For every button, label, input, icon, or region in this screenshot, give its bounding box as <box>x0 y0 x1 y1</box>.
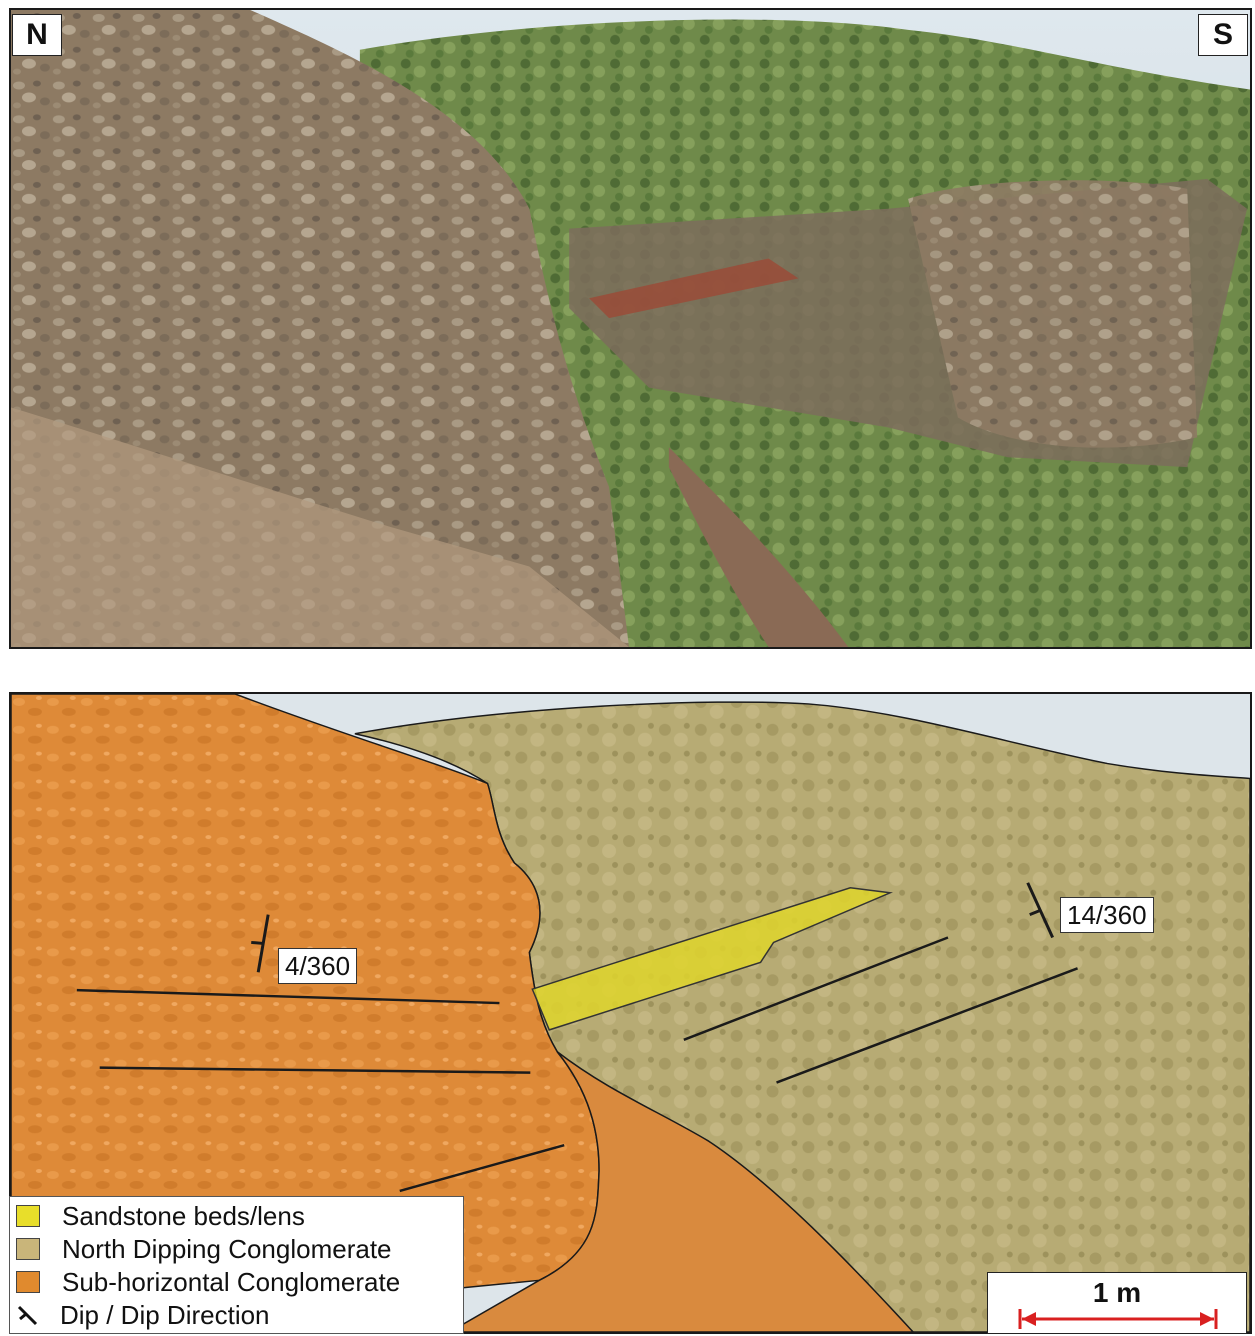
legend-label: Sub-horizontal Conglomerate <box>62 1266 401 1297</box>
sub-horizontal-swatch <box>16 1271 40 1293</box>
legend-label: Dip / Dip Direction <box>60 1299 270 1330</box>
legend-item-dip: Dip / Dip Direction <box>16 1299 270 1331</box>
dip-symbol-icon <box>17 1305 38 1326</box>
outcrop-photo <box>9 8 1252 649</box>
sandstone-lens-area <box>531 887 893 1031</box>
legend: Sandstone beds/lens North Dipping Conglo… <box>9 1196 464 1334</box>
compass-north-label: N <box>12 14 62 56</box>
dip-symbol-left-icon <box>251 914 270 973</box>
legend-label: Sandstone beds/lens <box>62 1200 305 1231</box>
scale-bar-arrow-icon <box>1018 1309 1218 1329</box>
north-dipping-swatch <box>16 1238 40 1260</box>
legend-item-sandstone: Sandstone beds/lens <box>16 1200 305 1232</box>
bedding-traces <box>76 936 1079 1193</box>
legend-label: North Dipping Conglomerate <box>62 1233 392 1264</box>
sandstone-swatch <box>16 1205 40 1227</box>
dip-measurement-left: 4/360 <box>278 948 358 984</box>
dip-symbol-right-icon <box>1026 882 1054 939</box>
outcrop-photo-image <box>11 10 1250 647</box>
legend-item-sub-horizontal: Sub-horizontal Conglomerate <box>16 1266 400 1298</box>
compass-south-label: S <box>1198 14 1248 56</box>
scale-bar: 1 m <box>987 1272 1247 1334</box>
legend-item-north-dipping: North Dipping Conglomerate <box>16 1233 392 1265</box>
scale-bar-label: 1 m <box>1092 1277 1142 1308</box>
dip-measurement-right: 14/360 <box>1060 897 1154 933</box>
